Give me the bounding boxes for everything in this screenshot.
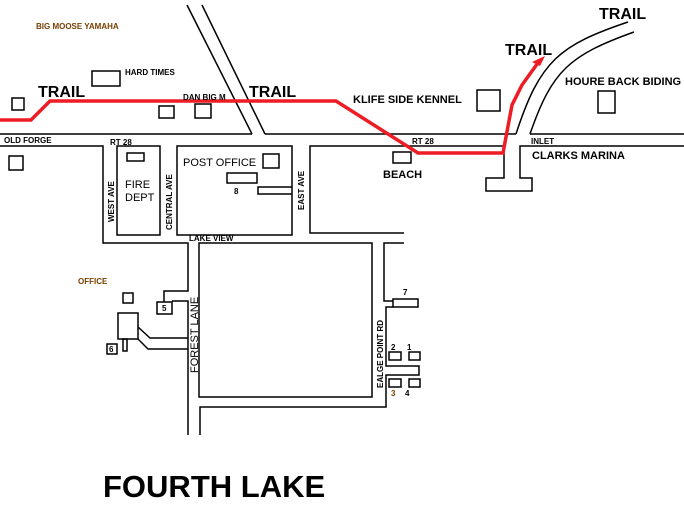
diagonal-road-left <box>186 4 253 135</box>
label-5: 5 <box>162 304 167 313</box>
label-rt28: RT 28 <box>110 138 132 147</box>
west-ave-road <box>0 145 189 302</box>
building <box>122 292 134 304</box>
label-central-ave: CENTRAL AVE <box>165 173 174 230</box>
label-hard-times: HARD TIMES <box>125 68 175 77</box>
building-houre-back <box>597 90 616 114</box>
label-kennel: KLIFE SIDE KENNEL <box>353 94 462 106</box>
building <box>11 97 25 111</box>
label-dept: DEPT <box>125 192 155 204</box>
north-trail-road-right <box>529 31 635 135</box>
label-1: 1 <box>407 343 412 352</box>
label-trail: TRAIL <box>505 42 552 59</box>
label-fire: FIRE <box>125 179 150 191</box>
building-stub <box>257 186 292 195</box>
forest-lane-left <box>172 300 189 435</box>
building-1 <box>408 351 421 361</box>
label-fourth-lake: FOURTH LAKE <box>103 469 325 504</box>
drive-6-top <box>137 326 188 339</box>
building <box>158 105 175 119</box>
label-rt28: RT 28 <box>412 137 434 146</box>
building-4 <box>408 378 421 388</box>
north-trail-road-left <box>515 21 629 135</box>
building-post-office <box>262 153 280 169</box>
label-7: 7 <box>403 288 408 297</box>
roads <box>0 4 684 435</box>
label-8: 8 <box>234 187 239 196</box>
label-lake-view: LAKE VIEW <box>189 234 234 243</box>
building <box>8 155 24 171</box>
label-west-ave: WEST AVE <box>107 180 116 222</box>
label-beach: BEACH <box>383 169 422 181</box>
label-big-moose: BIG MOOSE YAMAHA <box>36 22 119 31</box>
label-post-office: POST OFFICE <box>183 157 256 169</box>
building-8 <box>226 172 258 184</box>
ealge-point-road-lower <box>199 306 420 435</box>
label-2: 2 <box>391 343 396 352</box>
label-inlet: INLET <box>531 137 554 146</box>
label-dan-big-m: DAN BIG M <box>183 93 226 102</box>
building-hard-times <box>91 70 121 87</box>
inlet-road <box>309 145 684 234</box>
label-6: 6 <box>109 345 114 354</box>
building-fire <box>126 152 145 162</box>
post-office-block <box>176 145 293 236</box>
building-6 <box>106 343 118 355</box>
label-old-forge: OLD FORGE <box>4 136 52 145</box>
building-office <box>117 312 139 340</box>
trail-arrow-icon <box>532 56 545 66</box>
fire-dept-block <box>116 145 161 236</box>
building-stub <box>122 338 128 352</box>
building-dan-big-m <box>194 103 212 119</box>
label-east-ave: EAST AVE <box>297 170 306 210</box>
label-office: OFFICE <box>78 277 108 286</box>
drive-6-bottom <box>137 338 188 350</box>
label-3: 3 <box>391 389 396 398</box>
trail-route <box>0 58 542 155</box>
label-trail: TRAIL <box>249 84 296 101</box>
label-clarks-marina: CLARKS MARINA <box>532 150 625 162</box>
label-4: 4 <box>405 389 410 398</box>
label-trail: TRAIL <box>599 6 646 23</box>
label-ealge-point-rd: EALGE POINT RD <box>376 320 385 388</box>
building-beach <box>392 151 412 164</box>
label-houre-back: HOURE BACK BIDING <box>565 76 681 88</box>
building-5 <box>156 301 173 315</box>
ealge-point-road <box>383 242 404 302</box>
lake-block <box>198 242 373 398</box>
label-trail: TRAIL <box>38 84 85 101</box>
label-forest-lane: FOREST LANE <box>189 297 201 373</box>
diagonal-road-right <box>201 4 266 135</box>
building-kennel <box>476 89 501 112</box>
building-3 <box>388 378 402 388</box>
building-7 <box>392 298 419 308</box>
building-2 <box>388 351 402 361</box>
